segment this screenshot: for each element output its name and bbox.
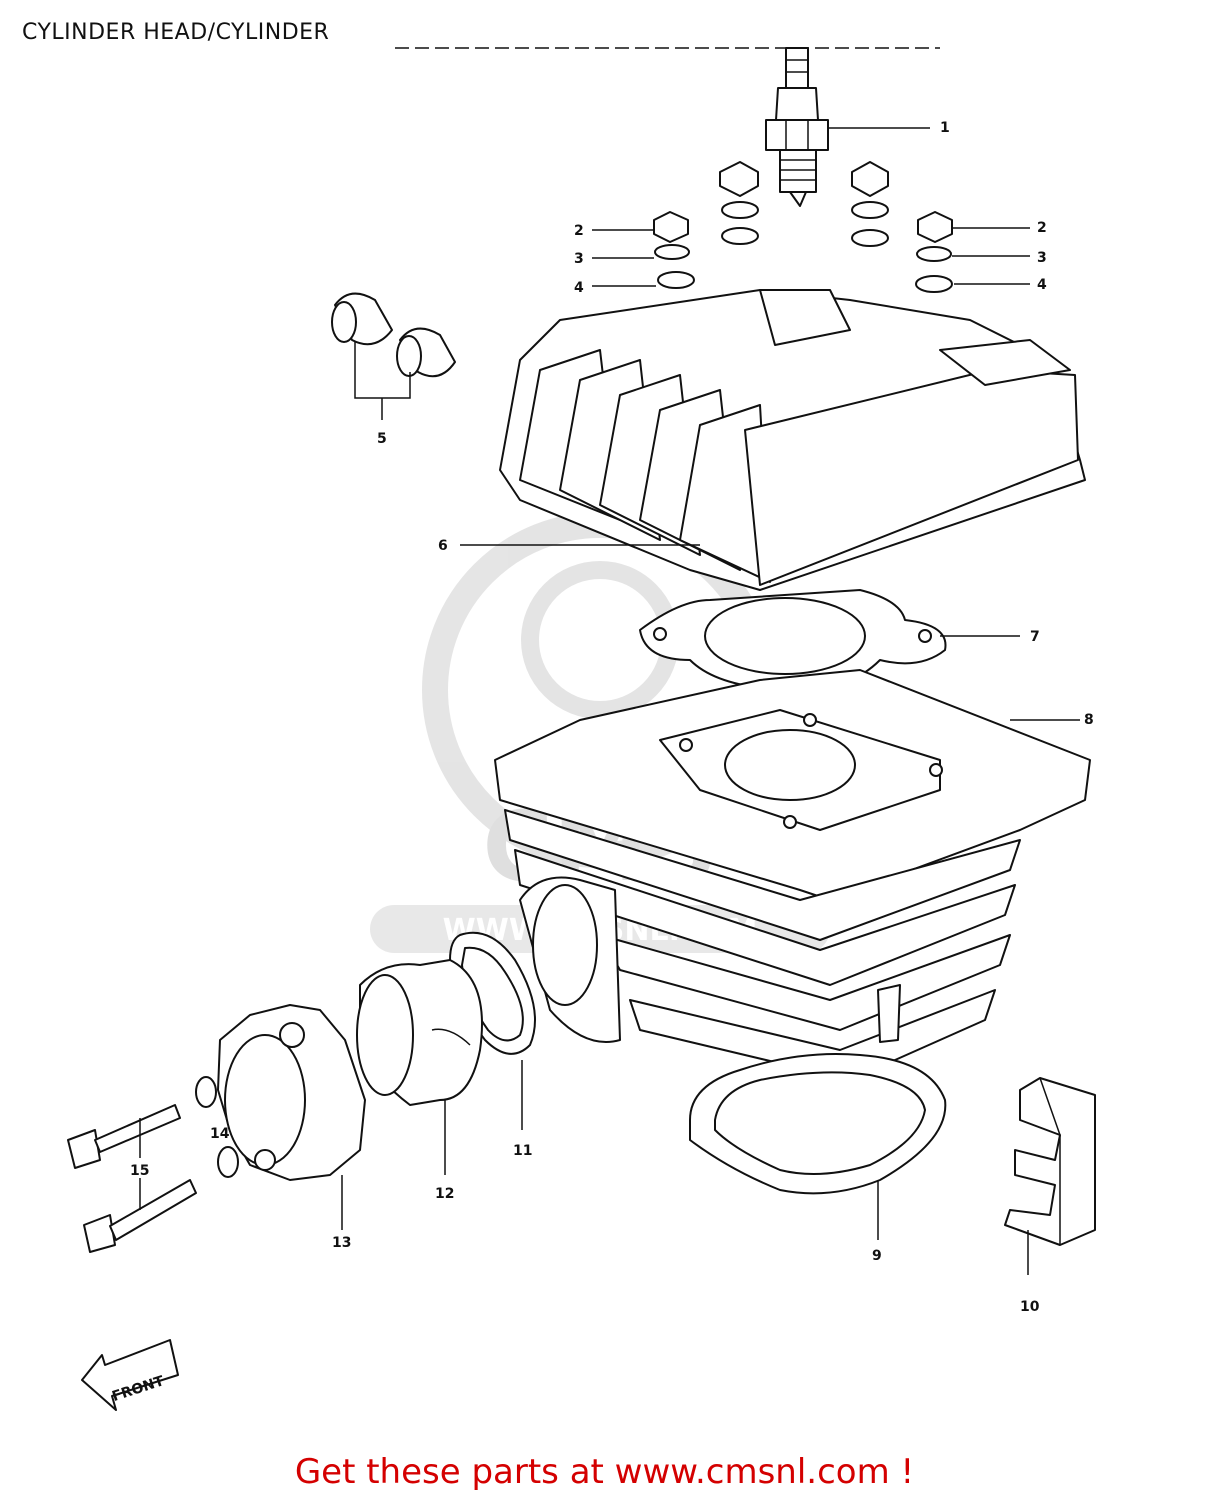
head-gasket	[639, 589, 947, 691]
part-label-14: 14	[210, 1126, 230, 1142]
part-label-15: 15	[130, 1163, 149, 1179]
part-label-3-right: 3	[1037, 250, 1047, 266]
intake-gasket-ring	[449, 931, 536, 1055]
part-label-3-left: 3	[574, 251, 584, 267]
part-label-2-left: 2	[574, 223, 584, 239]
page-title: CYLINDER HEAD/CYLINDER	[22, 20, 330, 45]
part-label-12: 12	[435, 1186, 454, 1202]
part-label-4-left: 4	[574, 280, 584, 296]
part-label-4-right: 4	[1037, 277, 1047, 293]
part-label-9: 9	[872, 1248, 882, 1264]
bolts	[67, 1104, 197, 1253]
part-label-13: 13	[332, 1235, 351, 1251]
part-label-11: 11	[513, 1143, 532, 1159]
plug-caps	[331, 292, 456, 420]
front-direction-arrow: FRONT	[81, 1339, 179, 1411]
spark-plug	[765, 47, 829, 207]
cylinder-head-nuts	[653, 161, 953, 293]
part-label-10: 10	[1020, 1299, 1040, 1315]
intake-pipe	[356, 959, 483, 1106]
part-label-1: 1	[940, 120, 950, 136]
base-gasket	[689, 1053, 947, 1195]
part-label-6: 6	[438, 538, 448, 554]
cylinder-head	[499, 289, 1086, 591]
part-label-7: 7	[1030, 629, 1040, 645]
cylinder	[494, 669, 1091, 1081]
carburetor-holder	[217, 1004, 366, 1181]
part-label-8: 8	[1084, 712, 1094, 728]
footer-link-text[interactable]: Get these parts at www.cmsnl.com !	[294, 1452, 915, 1492]
part-label-5: 5	[377, 431, 387, 447]
washers	[195, 1076, 239, 1178]
rubber-damper-block	[1004, 1077, 1096, 1246]
part-label-2-right: 2	[1037, 220, 1047, 236]
